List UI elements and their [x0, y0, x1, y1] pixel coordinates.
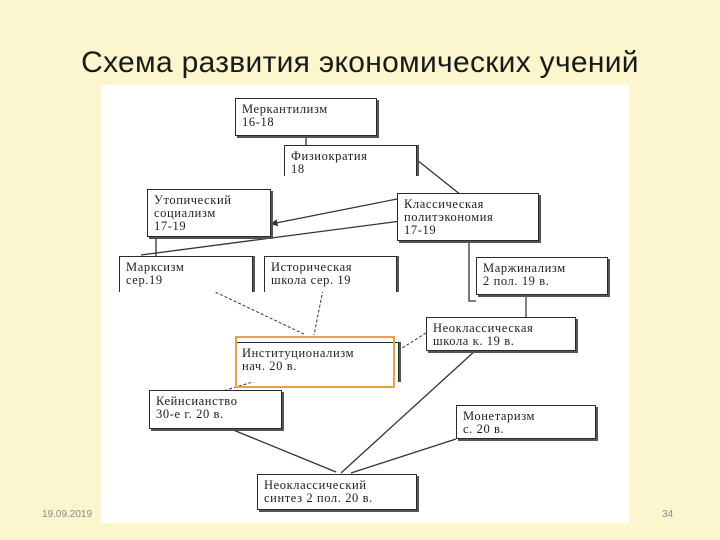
node-classical: Классическая политэкономия 17-19 — [397, 193, 539, 241]
node-physiocracy: Физиократия 18 — [284, 145, 417, 176]
node-utopian: Утопический социализм 17-19 — [147, 189, 271, 237]
link-marxism-institutionalism — [210, 289, 307, 336]
node-institutionalism: Институционализм нач. 20 в. — [235, 342, 399, 382]
link-keynesianism-synthesis — [225, 426, 337, 473]
link-monetarism-synthesis — [350, 438, 457, 474]
link-historical-institutionalism — [313, 289, 324, 336]
node-mercantilism: Меркантилизм 16-18 — [235, 98, 377, 136]
highlight-frame — [235, 336, 395, 388]
link-neoclassical-synthesis — [340, 349, 477, 474]
footer-date: 19.09.2019 — [42, 509, 93, 520]
slide-title: Схема развития экономических учений — [81, 46, 639, 79]
node-synthesis: Неоклассический синтез 2 пол. 20 в. — [257, 474, 417, 510]
node-historical: Историческая школа сер. 19 — [264, 256, 397, 292]
diagram-panel: Меркантилизм 16-18 Физиократия 18 Утопич… — [101, 85, 629, 523]
node-marginalism: Маржинализм 2 пол. 19 в. — [476, 257, 608, 295]
node-marxism: Марксизм сер.19 — [119, 256, 253, 292]
link-neoclassical-institutionalism — [398, 332, 427, 351]
node-keynesianism: Кейнсианство 30-е г. 20 в. — [149, 390, 282, 429]
link-classical-utopian — [270, 198, 398, 227]
link-physiocracy-classical — [416, 159, 462, 196]
node-monetarism: Монетаризм с. 20 в. — [456, 405, 596, 439]
node-neoclassical: Неоклассическая школа к. 19 в. — [426, 317, 576, 351]
link-classical-marxism — [140, 220, 402, 256]
page-number: 34 — [662, 509, 674, 520]
link-classical-marginalism — [468, 237, 476, 302]
